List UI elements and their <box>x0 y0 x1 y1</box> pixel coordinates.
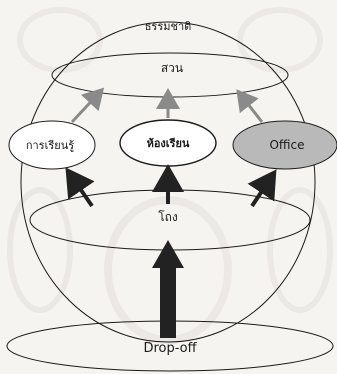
garden-label: สวน <box>161 61 183 75</box>
nature-label: ธรรมชาติ <box>145 20 192 33</box>
hall-label: โถง <box>158 210 178 224</box>
arrow-office-to-garden <box>240 94 262 122</box>
classroom-label: ห้องเรียน <box>147 137 190 150</box>
arrow-learning-to-garden <box>72 92 100 122</box>
arrow-dropoff-to-hall <box>152 240 184 338</box>
arrow-hall-to-learning <box>70 174 92 206</box>
office-label: Office <box>269 138 304 152</box>
arrow-hall-to-office <box>252 176 272 206</box>
garden-ellipse <box>52 53 288 97</box>
dropoff-label: Drop-off <box>143 341 197 356</box>
learning-label: การเรียนรู้ <box>26 139 74 152</box>
